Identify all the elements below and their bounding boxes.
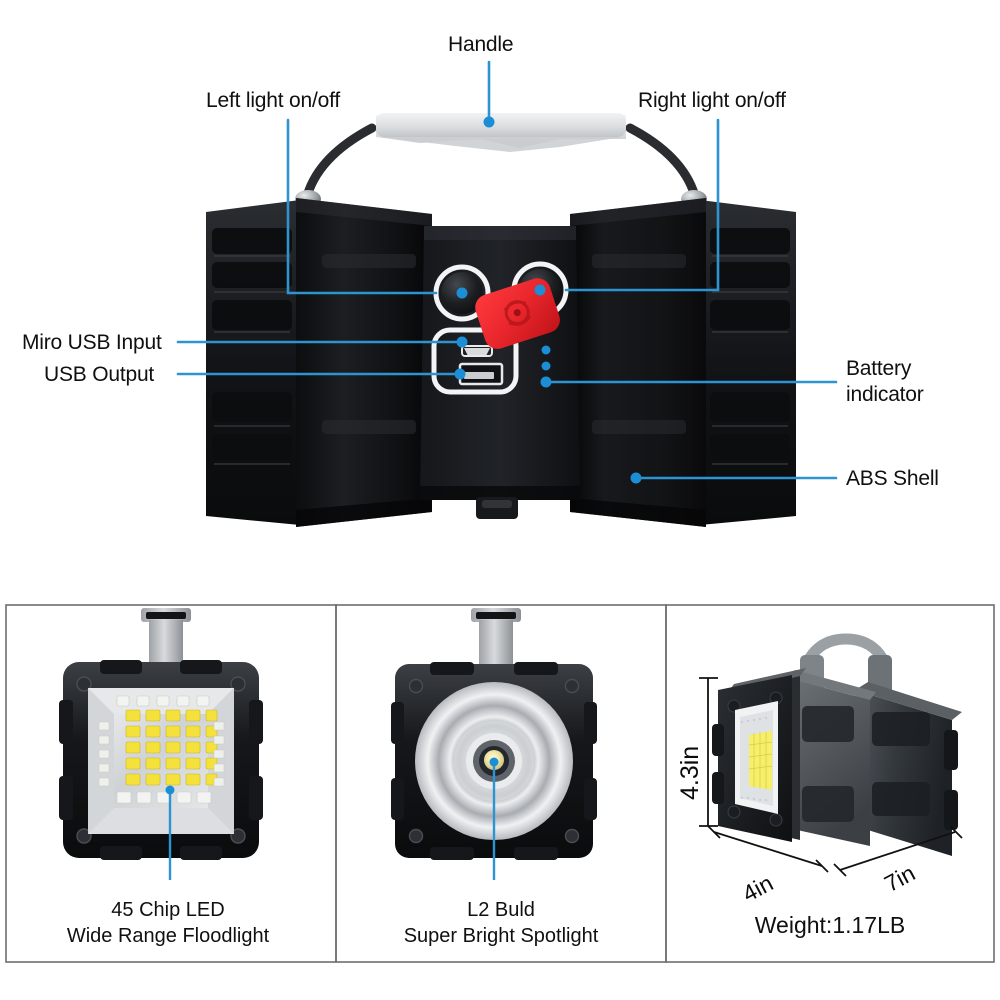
dimension-height-label: 4.3in	[676, 745, 704, 800]
battery-indicator-line-2: indicator	[846, 382, 924, 406]
callout-left-light-onoff: Left light on/off	[206, 89, 340, 112]
callout-right-light-onoff: Right light on/off	[638, 89, 786, 112]
floodlight-caption-line-1: 45 Chip LED	[111, 899, 225, 921]
callout-abs-shell: ABS Shell	[846, 467, 939, 490]
callout-handle: Handle	[448, 33, 514, 56]
callout-micro-usb-input: Miro USB Input	[22, 331, 162, 354]
leader-right-light	[564, 118, 720, 292]
callout-battery-indicator: Battery indicator	[846, 356, 986, 407]
dimension-depth-label: 4in	[738, 869, 778, 907]
battery-indicator-line-1: Battery	[846, 357, 912, 380]
weight-label: Weight:1.17LB	[754, 912, 906, 938]
leader-left-light	[286, 118, 438, 295]
spotlight-caption-line-2: Super Bright Spotlight	[403, 925, 599, 947]
panel-caption-spotlight: L2 Buld Super Bright Spotlight	[336, 897, 666, 949]
panel-frame-dimensions	[665, 604, 995, 963]
panel-caption-floodlight: 45 Chip LED Wide Range Floodlight	[0, 897, 336, 949]
callout-usb-output: USB Output	[44, 363, 155, 386]
spotlight-caption-line-1: L2 Buld	[467, 899, 535, 921]
dimension-width-label: 7in	[880, 859, 920, 897]
floodlight-caption-line-2: Wide Range Floodlight	[66, 925, 270, 947]
